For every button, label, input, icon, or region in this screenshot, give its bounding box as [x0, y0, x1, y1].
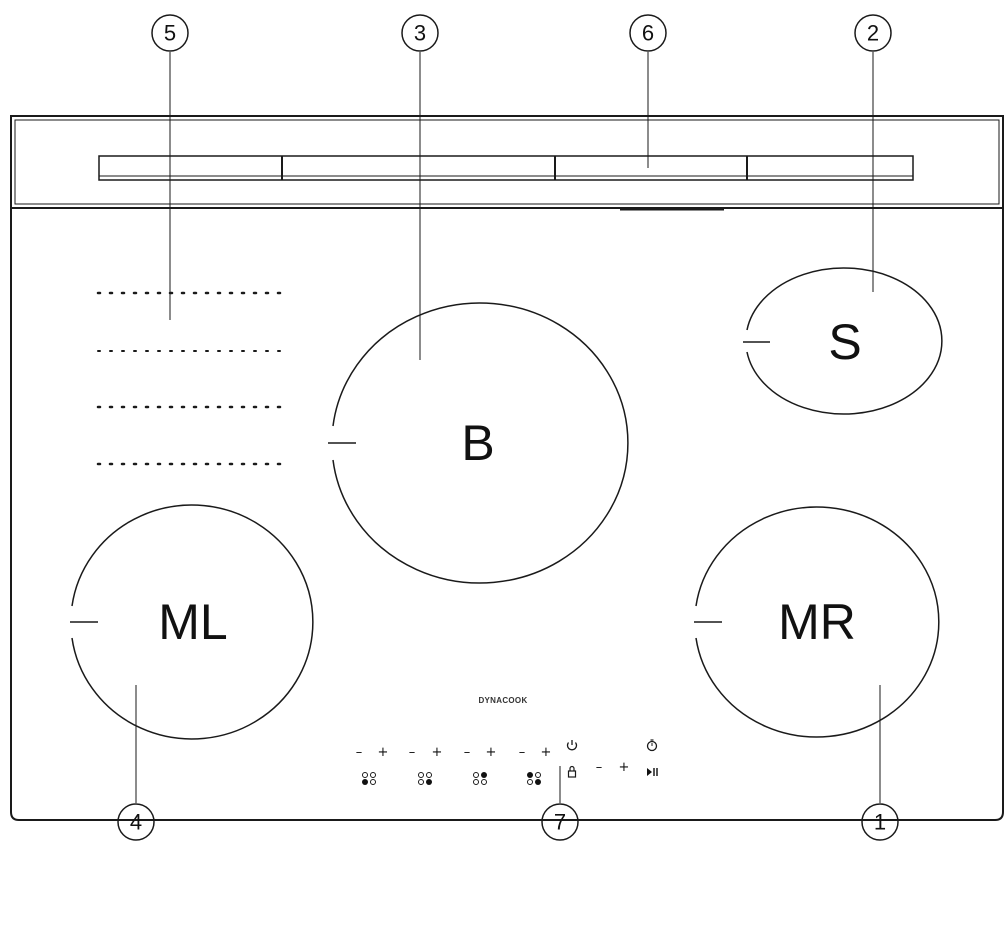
- zone-mr-label: MR: [778, 594, 856, 650]
- callout-4: 4: [117, 803, 155, 841]
- callout-5: 5: [151, 14, 189, 52]
- timer-plus[interactable]: +: [619, 760, 630, 775]
- zone-ml: ML: [70, 504, 314, 740]
- leader-lines: [135, 52, 881, 803]
- power-icon[interactable]: [566, 740, 578, 751]
- zone-indicator-icon[interactable]: [418, 772, 433, 786]
- zone-s-ring: [746, 267, 943, 415]
- callout-6-label: 6: [642, 21, 654, 46]
- zone-4-plus[interactable]: +: [541, 745, 552, 760]
- zone-1-plus[interactable]: +: [378, 745, 389, 760]
- control-panel: – + – + – + – +: [356, 739, 658, 786]
- callout-1-circle: [861, 803, 899, 841]
- callout-7: 7: [541, 803, 579, 841]
- zone-2-plus[interactable]: +: [432, 745, 443, 760]
- zone-indicator-icon[interactable]: [362, 772, 376, 786]
- zone-1-minus[interactable]: –: [356, 745, 363, 760]
- callout-3: 3: [401, 14, 439, 52]
- callout-2: 2: [854, 14, 892, 52]
- callout-7-circle: [541, 803, 579, 841]
- pause-icon[interactable]: [647, 768, 658, 776]
- callout-3-label: 3: [414, 21, 426, 46]
- zone-control-4: – +: [519, 745, 552, 785]
- callout-5-label: 5: [164, 21, 176, 46]
- zone-2-minus[interactable]: –: [409, 745, 416, 760]
- zone-indicator-icon[interactable]: [527, 772, 541, 785]
- zone-b: B: [328, 302, 629, 584]
- zone-control-2: – +: [409, 745, 443, 786]
- callout-1: 1: [861, 803, 899, 841]
- callout-4-circle: [117, 803, 155, 841]
- zone-3-plus[interactable]: +: [486, 745, 497, 760]
- vent-slot: [98, 155, 914, 181]
- zone-s-label: S: [828, 314, 861, 370]
- zone-control-1: – +: [356, 745, 389, 786]
- rear-vent-inner: [14, 119, 1000, 205]
- brand-logo-text: DYNACOOK: [478, 696, 527, 705]
- callout-6-circle: [629, 14, 667, 52]
- callout-2-label: 2: [867, 21, 879, 46]
- callout-2-circle: [854, 14, 892, 52]
- callout-5-circle: [151, 14, 189, 52]
- zone-ml-label: ML: [158, 594, 227, 650]
- flex-zone-markers: [96, 291, 284, 466]
- zone-b-label: B: [461, 415, 494, 471]
- rear-vent-housing: [10, 115, 1004, 209]
- zone-3-minus[interactable]: –: [464, 745, 471, 760]
- zone-4-minus[interactable]: –: [519, 745, 526, 760]
- glass-panel: [10, 208, 1004, 821]
- timer-minus[interactable]: –: [596, 760, 603, 775]
- zone-indicator-icon[interactable]: [473, 772, 488, 785]
- callout-7-label: 7: [554, 810, 566, 835]
- callout-6: 6: [629, 14, 667, 52]
- zone-control-3: – +: [464, 745, 497, 785]
- zone-b-ring: [332, 302, 629, 584]
- zone-s: S: [743, 267, 943, 415]
- timer-icon[interactable]: [646, 739, 658, 752]
- callout-1-label: 1: [874, 810, 886, 835]
- zone-mr-ring: [695, 506, 940, 738]
- callout-4-label: 4: [130, 810, 142, 835]
- lock-icon[interactable]: [567, 765, 577, 778]
- callout-3-circle: [401, 14, 439, 52]
- cooktop-outline: [10, 115, 1004, 821]
- zone-mr: MR: [694, 506, 940, 738]
